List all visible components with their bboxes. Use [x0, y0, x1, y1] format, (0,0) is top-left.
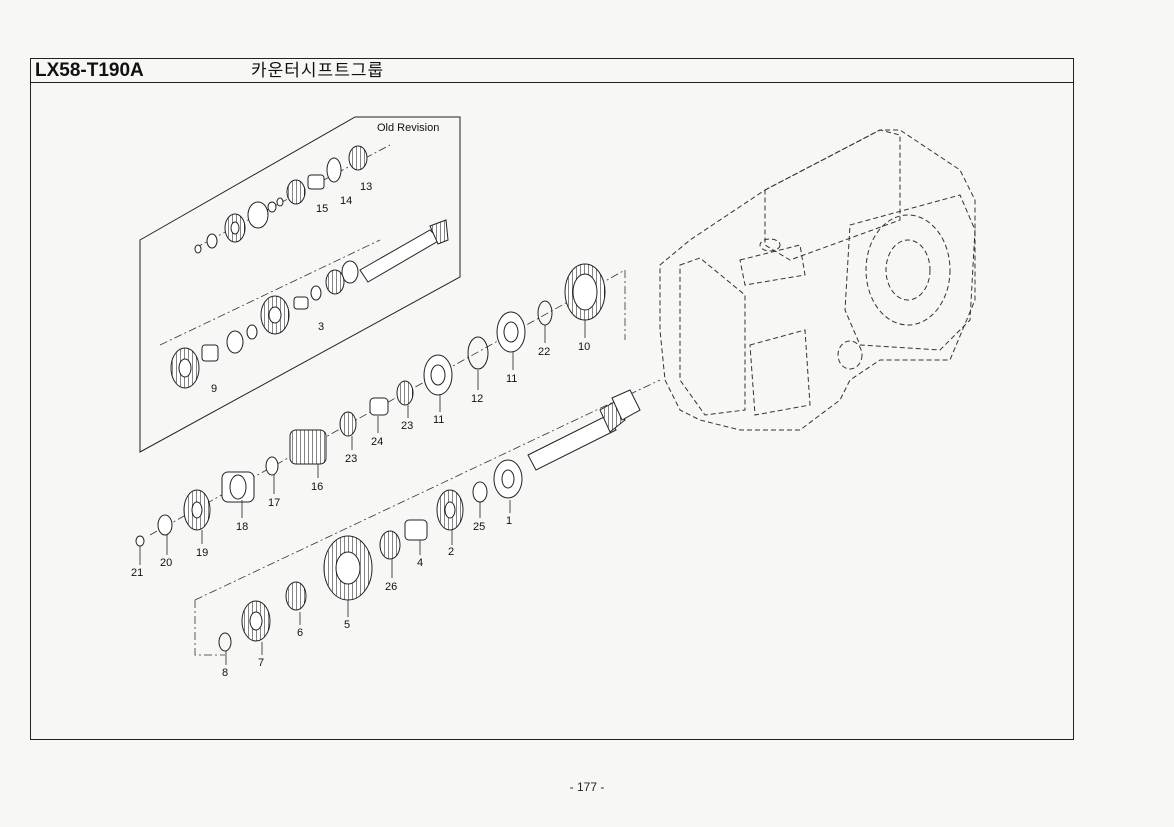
group-title: 카운터시프트그룹: [251, 61, 385, 81]
callout-12: 12: [471, 393, 483, 405]
callout-7: 7: [258, 657, 264, 669]
callout-16: 16: [311, 481, 323, 493]
callout-22: 22: [538, 346, 550, 358]
callout-4: 4: [417, 557, 423, 569]
callout-8: 8: [222, 667, 228, 679]
callout-23a: 23: [401, 420, 413, 432]
callout-1: 1: [506, 515, 512, 527]
inset-label: Old Revision: [377, 122, 439, 134]
callout-25: 25: [473, 521, 485, 533]
part-callouts: 1 2 4 5 6 7 8 10 11 11 12 16 17 18 19 20…: [131, 341, 590, 679]
inset-lower-parts: [170, 285, 322, 389]
callout-20: 20: [160, 557, 172, 569]
callout-5: 5: [344, 619, 350, 631]
inset-shaft: [325, 219, 449, 295]
callout-13: 13: [360, 181, 372, 193]
callout-15: 15: [316, 203, 328, 215]
countershaft: [218, 389, 641, 652]
callout-24: 24: [371, 436, 383, 448]
page-number: - 177 -: [569, 780, 605, 794]
callout-11b: 11: [433, 414, 444, 426]
callout-18: 18: [236, 521, 248, 533]
callout-9: 9: [211, 383, 217, 395]
callout-21: 21: [131, 567, 143, 579]
diagram-frame: LX58-T190A 카운터시프트그룹: [30, 58, 1074, 740]
inset-upper-parts: [194, 145, 368, 254]
main-middle-parts: [135, 263, 606, 547]
callout-19: 19: [196, 547, 208, 559]
leader-lines: [139, 320, 586, 665]
callout-14: 14: [340, 195, 352, 207]
callout-3: 3: [318, 321, 324, 333]
callout-10: 10: [578, 341, 590, 353]
callout-2: 2: [448, 546, 454, 558]
callout-17: 17: [268, 497, 280, 509]
callout-11a: 11: [506, 373, 517, 385]
old-revision-inset: [139, 116, 461, 453]
model-code: LX58-T190A: [35, 60, 144, 81]
callout-6: 6: [297, 627, 303, 639]
inset-callouts: 13 14 15 3 9: [211, 181, 372, 395]
callout-26: 26: [385, 581, 397, 593]
callout-23b: 23: [345, 453, 357, 465]
transmission-housing: [659, 129, 976, 431]
title-bar: LX58-T190A 카운터시프트그룹: [31, 59, 1073, 83]
